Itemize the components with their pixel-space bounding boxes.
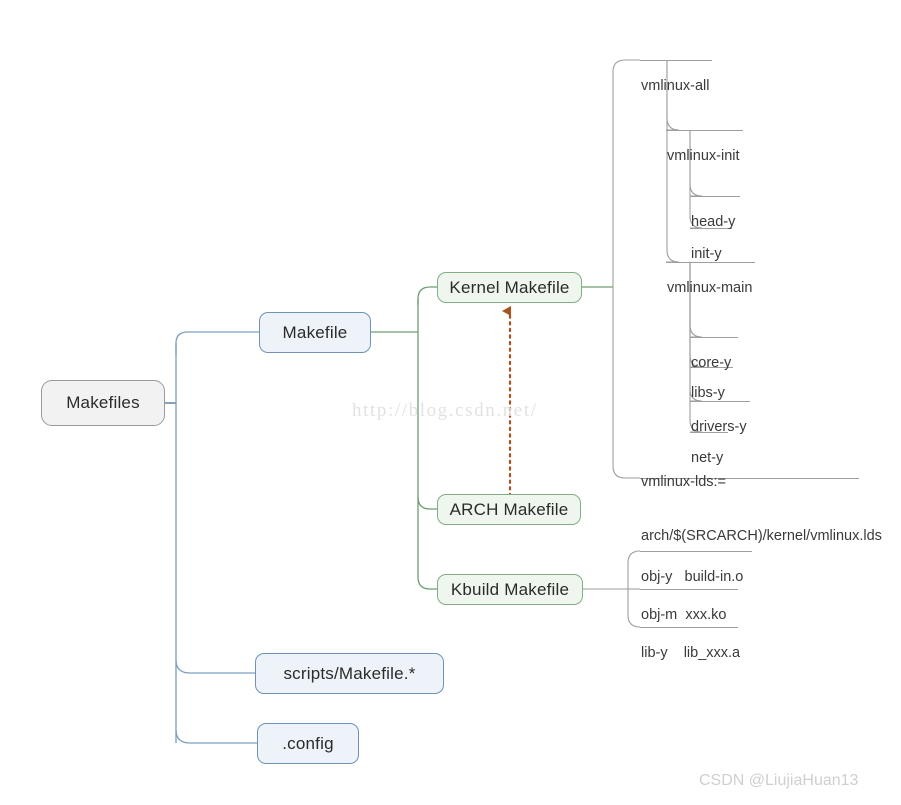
leaf-lib-y-a[interactable]: lib-y lib_xxx.a: [641, 645, 741, 661]
node-kbuild-makefile[interactable]: Kbuild Makefile: [437, 574, 583, 605]
watermark-author: CSDN @LiujiaHuan13: [699, 772, 859, 789]
leaf-drivers-y[interactable]: drivers-y: [691, 419, 747, 435]
leaf-obj-m-ko[interactable]: obj-m xxx.ko: [641, 607, 727, 623]
node-label: Makefiles: [66, 393, 140, 412]
node-root-makefiles[interactable]: Makefiles: [41, 380, 165, 426]
leaf-head-y[interactable]: head-y: [691, 214, 736, 230]
leaf-net-y[interactable]: net-y: [691, 450, 724, 466]
node-label: Kbuild Makefile: [450, 579, 570, 599]
node-makefile[interactable]: Makefile: [259, 312, 371, 353]
node-label: ARCH Makefile: [449, 499, 569, 519]
node-scripts-makefile[interactable]: scripts/Makefile.*: [255, 653, 444, 694]
node-label: Kernel Makefile: [449, 277, 570, 297]
node-label: .config: [282, 733, 334, 753]
leaf-vmlinux-main[interactable]: vmlinux-main: [667, 280, 753, 296]
leaf-vmlinux-init[interactable]: vmlinux-init: [667, 148, 740, 164]
node-label: Makefile: [282, 322, 348, 342]
leaf-obj-y-builtin[interactable]: obj-y build-in.o: [641, 569, 744, 585]
node-dot-config[interactable]: .config: [257, 723, 359, 764]
watermark-url: http://blog.csdn.net/: [352, 400, 538, 421]
node-label: scripts/Makefile.*: [283, 663, 416, 683]
leaf-init-y[interactable]: init-y: [691, 246, 722, 262]
node-arch-makefile[interactable]: ARCH Makefile: [437, 494, 581, 525]
node-kernel-makefile[interactable]: Kernel Makefile: [437, 272, 582, 303]
